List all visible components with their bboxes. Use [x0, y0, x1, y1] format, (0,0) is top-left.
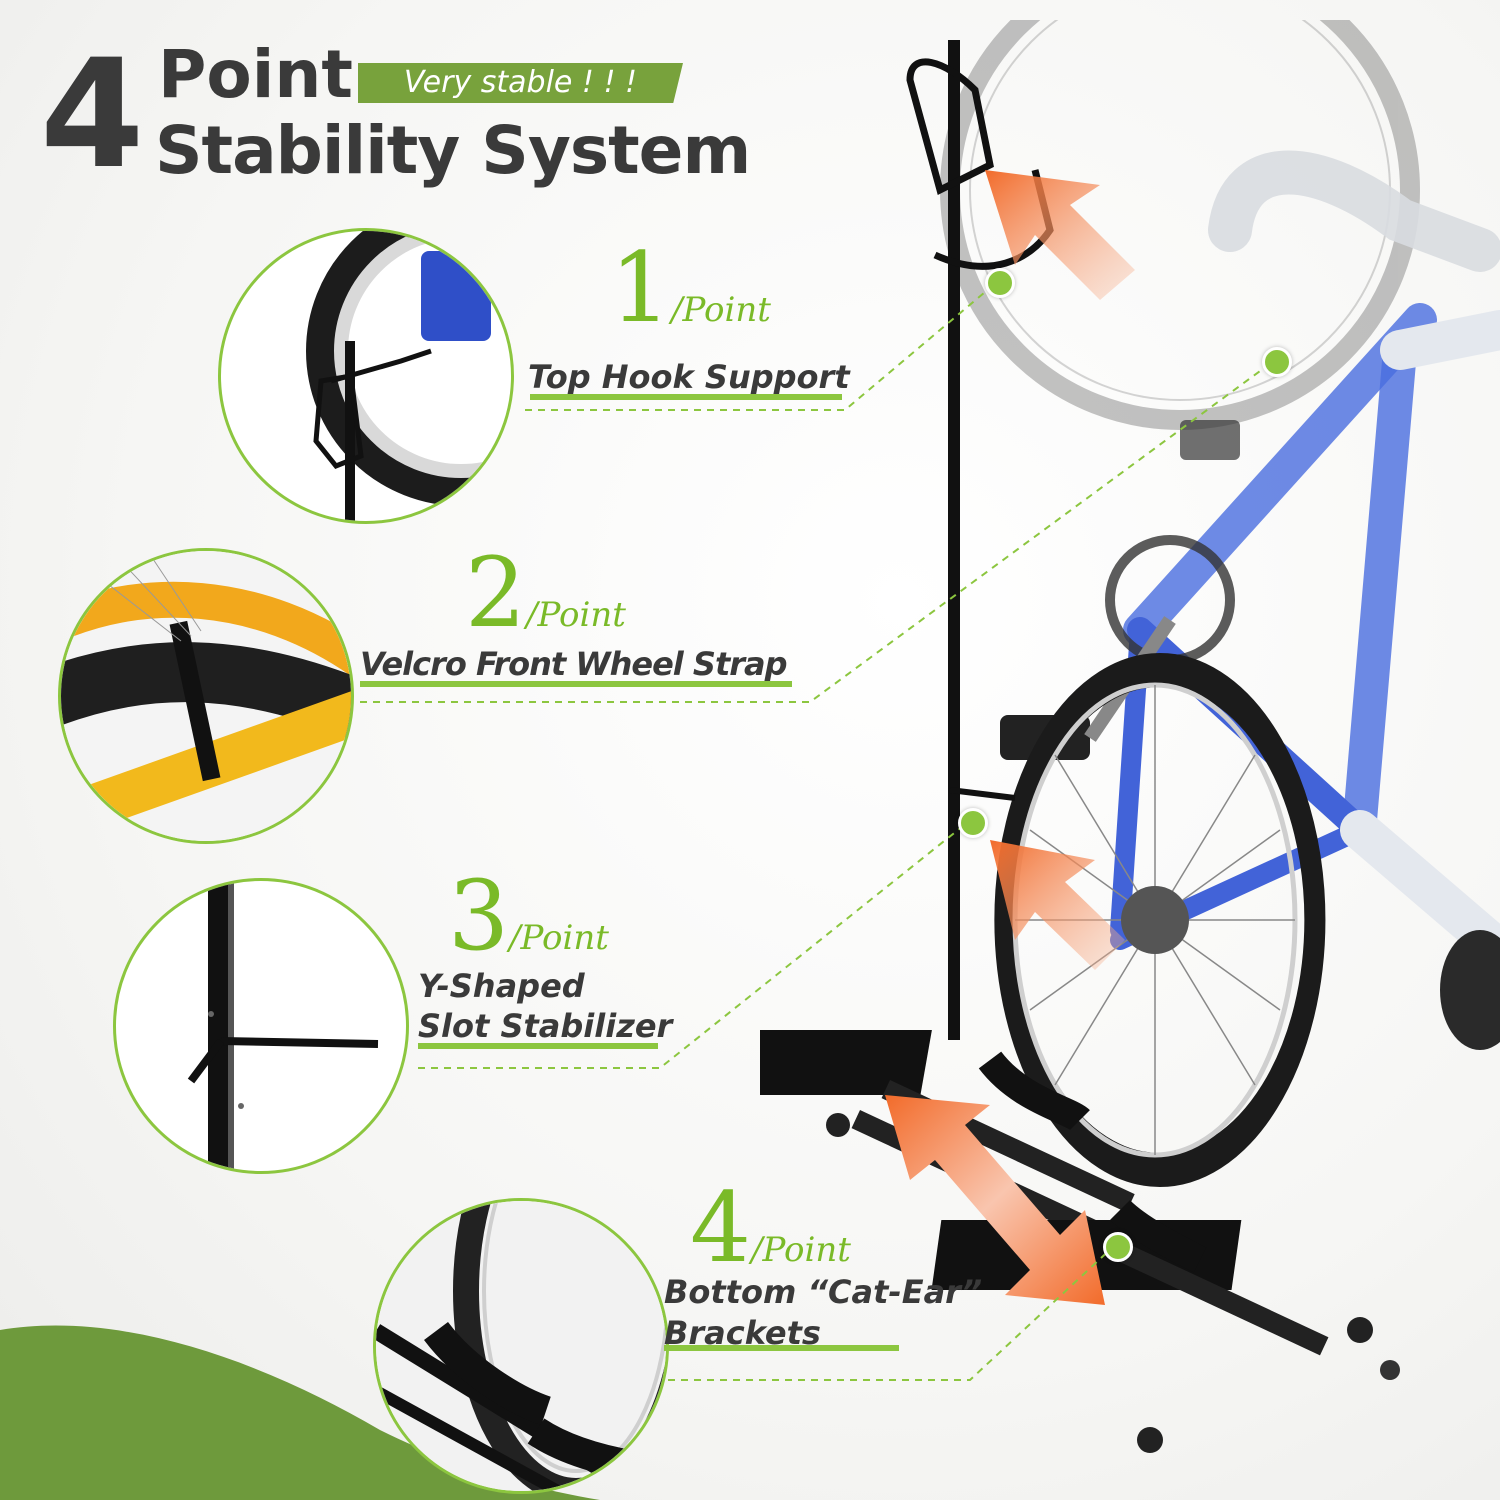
point-suffix: /Point	[509, 918, 609, 958]
pedal-upper	[1180, 420, 1240, 460]
top-hook-detail	[218, 228, 514, 524]
point-2-underline	[360, 681, 792, 687]
point-suffix: /Point	[526, 595, 626, 635]
arrow-up-left-icon	[990, 840, 1125, 970]
hook-point-dot	[985, 268, 1015, 298]
point-number: 4	[690, 1172, 752, 1284]
cat-ear-point-dot	[1103, 1232, 1133, 1262]
point-1-title: Top Hook Support	[528, 358, 850, 396]
point-number: 3	[448, 860, 510, 972]
very-stable-badge: Very stable ! ! !	[358, 63, 683, 103]
headline-stability-system: Stability System	[155, 112, 751, 189]
point-3-title-line2: Slot Stabilizer	[418, 1007, 673, 1045]
y-slot-point-dot	[958, 808, 988, 838]
handlebar	[1208, 150, 1500, 272]
point-number: 2	[465, 537, 527, 649]
point-3-underline	[418, 1043, 658, 1049]
point-4-label: 4/Point	[690, 1180, 851, 1276]
green-wave-decoration	[0, 1325, 600, 1500]
point-2-label: 2/Point	[465, 545, 626, 641]
saddle	[1440, 930, 1500, 1050]
point-number: 1	[610, 232, 672, 344]
point-4-title-line1: Bottom “Cat-Ear”	[664, 1273, 983, 1311]
point-1-underline	[530, 394, 842, 400]
cat-ear-bracket-detail	[373, 1198, 669, 1494]
arrow-up-left-icon	[985, 170, 1135, 300]
point-suffix: /Point	[671, 290, 771, 330]
headline-point: Point	[158, 36, 353, 113]
point-1-label: 1/Point	[610, 240, 771, 336]
point-4-underline	[664, 1345, 899, 1351]
y-slot-detail	[113, 878, 409, 1174]
strap-point-dot	[1262, 347, 1292, 377]
point-3-label: 3/Point	[448, 868, 609, 964]
point-3-title-line1: Y-Shaped	[418, 967, 585, 1005]
headline-number: 4	[40, 28, 144, 202]
rear-wheel	[994, 653, 1326, 1187]
velcro-strap-detail	[58, 548, 354, 844]
point-suffix: /Point	[751, 1230, 851, 1270]
point-2-title: Velcro Front Wheel Strap	[360, 645, 788, 683]
arrow-double-diagonal-icon	[885, 1095, 1105, 1305]
stand-pole	[906, 40, 1054, 1040]
